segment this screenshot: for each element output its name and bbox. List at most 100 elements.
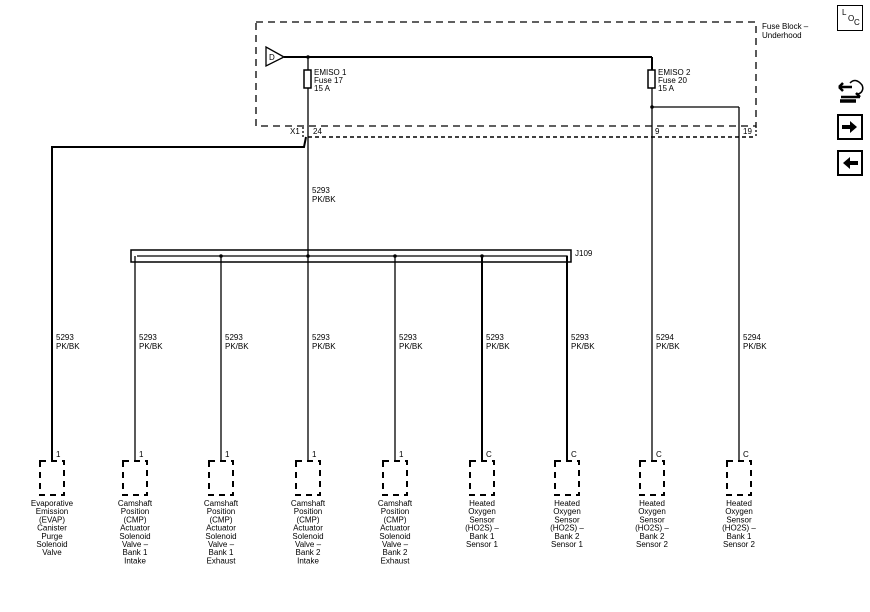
component-name-line: Oxygen [553, 507, 581, 516]
main-wire-color: PK/BK [312, 195, 336, 204]
branch-circuit-label: 5293 [56, 333, 74, 342]
branch-circuit-label: 5293 [139, 333, 157, 342]
splice-outer [130, 249, 572, 263]
component-name-line: Valve [42, 548, 62, 557]
component-name-line: (EVAP) [39, 515, 65, 524]
branch-color-label: PK/BK [571, 342, 595, 351]
splice-junction-dot [219, 254, 223, 258]
branch-color-label: PK/BK [743, 342, 767, 351]
component-name-line: Actuator [206, 524, 236, 533]
component-pin-label: C [486, 450, 492, 459]
splice-junction-dot [393, 254, 397, 258]
component-name-line: Bank 2 [640, 532, 665, 541]
loc-letter-c: C [854, 18, 860, 27]
component-name-line: Bank 1 [123, 548, 148, 557]
component-name-line: Oxygen [725, 507, 753, 516]
component-name-line: Actuator [120, 524, 150, 533]
component-name-line: Camshaft [118, 499, 153, 508]
component-pin-label: 1 [139, 450, 144, 459]
splice-inner [137, 255, 568, 262]
loc-letter-o: O [848, 14, 855, 23]
branch-circuit-label: 5293 [486, 333, 504, 342]
component-name-line: (CMP) [209, 515, 232, 524]
component-name-line: Sensor [726, 515, 752, 524]
location-button[interactable]: L O C [837, 5, 863, 31]
component-name-line: Solenoid [379, 532, 410, 541]
branch-color-label: PK/BK [225, 342, 249, 351]
next-page-button[interactable] [837, 114, 863, 140]
fuse-block-title-2: Underhood [762, 31, 802, 40]
component-box [469, 460, 495, 496]
component-name-line: Sensor 2 [723, 540, 756, 549]
component-name-line: Camshaft [378, 499, 413, 508]
component-name-line: Oxygen [638, 507, 666, 516]
branch-color-label: PK/BK [656, 342, 680, 351]
component-name-line: Intake [124, 556, 146, 565]
component-name-line: Solenoid [292, 532, 323, 541]
fuse-emiso-2: EMISO 2 Fuse 20 15 A [647, 68, 691, 93]
component-pin-label: C [571, 450, 577, 459]
component-pin-label: 1 [312, 450, 317, 459]
branch-color-label: PK/BK [312, 342, 336, 351]
component-name-line: Camshaft [291, 499, 326, 508]
component-name-line: Exhaust [207, 556, 237, 565]
component-name-line: Bank 2 [296, 548, 321, 557]
component-name-line: Sensor 1 [466, 540, 499, 549]
component-name-line: (HO2S) – [550, 524, 584, 533]
source-triangle-icon [265, 45, 286, 68]
fuse-1-number: Fuse 17 [314, 76, 343, 85]
component-name-line: (CMP) [383, 515, 406, 524]
component-name-line: (HO2S) – [635, 524, 669, 533]
component-name-line: Valve – [208, 540, 235, 549]
component-name-line: Canister [37, 524, 67, 533]
branch-circuit-label: 5293 [312, 333, 330, 342]
component-name-line: Solenoid [119, 532, 150, 541]
component-name-line: Valve – [295, 540, 322, 549]
splice-j109: J109 [130, 249, 593, 263]
fuse-20-symbol [647, 69, 656, 89]
source-label: D [269, 53, 275, 62]
connector-swap-button[interactable] [836, 77, 866, 107]
branch-circuit-label: 5293 [399, 333, 417, 342]
evap-feed-wire [51, 136, 307, 460]
component-name-line: Heated [726, 499, 752, 508]
component-name-line: Position [294, 507, 322, 516]
component-box [639, 460, 665, 496]
fuse-block-title-1: Fuse Block – [762, 22, 809, 31]
component-box [122, 460, 148, 496]
fuse-emiso-1: EMISO 1 Fuse 17 15 A [303, 68, 347, 93]
component-name-line: Sensor [639, 515, 665, 524]
component-name-line: Intake [297, 556, 319, 565]
component-name-line: Position [121, 507, 149, 516]
component-name-line: Actuator [293, 524, 323, 533]
branch-circuit-label: 5293 [225, 333, 243, 342]
component-name-line: Heated [639, 499, 665, 508]
arrow-left-icon [843, 157, 858, 169]
component-box [39, 460, 65, 496]
fuse-2-rating: 15 A [658, 84, 675, 93]
branch-color-label: PK/BK [486, 342, 510, 351]
component-name-line: Purge [41, 532, 63, 541]
component-name-line: Solenoid [205, 532, 236, 541]
component-name-line: (CMP) [296, 515, 319, 524]
component-name-line: Heated [554, 499, 580, 508]
previous-page-button[interactable] [837, 150, 863, 176]
component-pin-label: C [656, 450, 662, 459]
component-name-line: Oxygen [468, 507, 496, 516]
connector-x1-label: X1 [290, 127, 300, 136]
component-name-line: Camshaft [204, 499, 239, 508]
component-name-line: (HO2S) – [722, 524, 756, 533]
component-name-line: Sensor 1 [551, 540, 584, 549]
component-name-line: (HO2S) – [465, 524, 499, 533]
splice-junction-dot [306, 254, 310, 258]
component-name-line: Solenoid [36, 540, 67, 549]
component-pin-label: 1 [225, 450, 230, 459]
loc-letter-l: L [842, 8, 847, 17]
splice-label: J109 [575, 249, 593, 258]
pin-9-label: 9 [655, 127, 660, 136]
component-name-line: Evaporative [31, 499, 74, 508]
component-pin-label: 1 [399, 450, 404, 459]
